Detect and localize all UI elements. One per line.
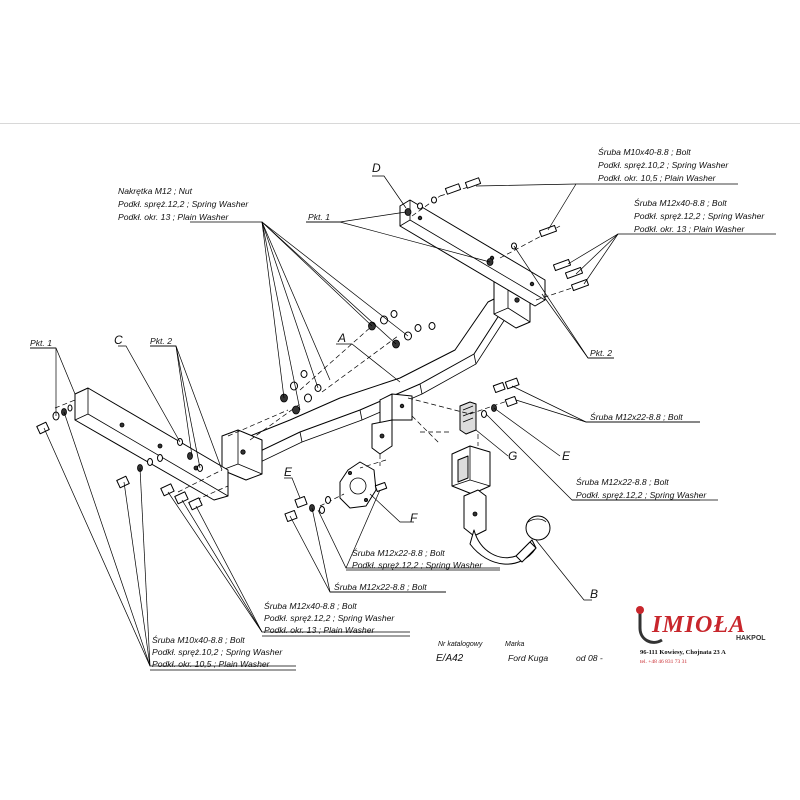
svg-text:Śruba M10x40-8.8 ; Bolt: Śruba M10x40-8.8 ; Bolt xyxy=(152,634,245,645)
pkt2-right-label: Pkt. 2 xyxy=(590,348,612,358)
svg-text:Śruba M12x22-8.8 ; Bolt: Śruba M12x22-8.8 ; Bolt xyxy=(334,581,427,592)
svg-text:Podkł. okr. 10,5 ; Plain Washe: Podkł. okr. 10,5 ; Plain Washer xyxy=(598,173,717,183)
e-left-bolt-label: Śruba M12x22-8.8 ; Bolt xyxy=(330,581,446,593)
label-e-left: E xyxy=(284,465,293,479)
brand-logo: IMIOŁA HAKPOL 96-111 Kowiesy, Chojnata 2… xyxy=(636,606,766,665)
pkt2-left-label: Pkt. 2 xyxy=(150,336,172,346)
d-m10-label: Śruba M10x40-8.8 ; Bolt Podkł. spręż.10,… xyxy=(596,146,738,185)
catalog-info: Nr katalogowy Marka E/A42 Ford Kuga od 0… xyxy=(436,641,603,664)
svg-text:Podkł. spręż.12,2 ; Spring Was: Podkł. spręż.12,2 ; Spring Washer xyxy=(634,211,765,221)
right-side-bracket xyxy=(399,199,546,307)
catalog-year: od 08 - xyxy=(576,653,603,663)
svg-text:Podkł. okr. 10,5 ; Plain Washe: Podkł. okr. 10,5 ; Plain Washer xyxy=(152,659,271,669)
c-m12-label: Śruba M12x40-8.8 ; Bolt Podkł. spręż.12,… xyxy=(262,600,410,637)
svg-text:Podkł. okr. 13 ; Plain Washer: Podkł. okr. 13 ; Plain Washer xyxy=(634,224,745,234)
bolts-right-top xyxy=(404,177,590,292)
assembly-dashed-lines xyxy=(54,183,585,507)
label-g: G xyxy=(508,449,517,463)
hook-logo-icon xyxy=(638,612,663,644)
brand-name: IMIOŁA xyxy=(651,612,746,638)
label-c: C xyxy=(114,333,123,347)
brand-tel: tel. +48 46 831 73 31 xyxy=(640,659,687,665)
top-divider-line xyxy=(0,123,800,124)
svg-text:Podkł. spręż.10,2 ; Spring Was: Podkł. spręż.10,2 ; Spring Washer xyxy=(152,647,283,657)
e-right-label: Śruba M12x22-8.8 ; Bolt Podkł. spręż.12,… xyxy=(572,476,718,501)
pkt1-top-label: Pkt. 1 xyxy=(308,212,330,222)
svg-text:Śruba M12x22-8.8 ; Bolt: Śruba M12x22-8.8 ; Bolt xyxy=(576,476,669,487)
svg-text:Podkł. okr. 13 ; Plain Washer: Podkł. okr. 13 ; Plain Washer xyxy=(118,212,229,222)
label-d: D xyxy=(372,161,381,175)
svg-text:Śruba M12x40-8.8 ; Bolt: Śruba M12x40-8.8 ; Bolt xyxy=(634,197,727,208)
svg-text:Podkł. spręż.10,2 ; Spring Was: Podkł. spręż.10,2 ; Spring Washer xyxy=(598,160,729,170)
svg-text:Podkł. spręż.12,2 ; Spring Was: Podkł. spręż.12,2 ; Spring Washer xyxy=(264,613,395,623)
svg-text:Nakrętka M12 ; Nut: Nakrętka M12 ; Nut xyxy=(118,186,193,196)
bolts-e-left xyxy=(284,481,388,522)
svg-text:Podkł. okr. 13 ; Plain Washer: Podkł. okr. 13 ; Plain Washer xyxy=(264,625,375,635)
label-e-right: E xyxy=(562,449,571,463)
catalog-model: Ford Kuga xyxy=(508,653,548,663)
svg-text:Podkł. spręż.12,2 ; Spring Was: Podkł. spręż.12,2 ; Spring Washer xyxy=(118,199,249,209)
tow-ball-assembly xyxy=(463,489,551,565)
crossbar-beam xyxy=(221,275,531,481)
g-bolt-label: Śruba M12x22-8.8 ; Bolt xyxy=(586,411,700,423)
label-b: B xyxy=(590,587,598,601)
svg-text:Podkł. spręż.12,2 ; Spring Was: Podkł. spręż.12,2 ; Spring Washer xyxy=(576,490,707,500)
f-bolt-label: Śruba M12x22-8.8 ; Bolt Podkł. spręż.12,… xyxy=(346,547,500,571)
leader-lines xyxy=(30,175,700,667)
catalog-code: E/A42 xyxy=(436,653,464,664)
catalog-nr-label: Nr katalogowy xyxy=(438,641,483,648)
svg-text:Śruba M12x40-8.8 ; Bolt: Śruba M12x40-8.8 ; Bolt xyxy=(264,600,357,611)
catalog-marka-label: Marka xyxy=(505,641,525,648)
left-side-bracket xyxy=(74,387,229,501)
g-mount-plate xyxy=(459,401,477,435)
d-m12-label: Śruba M12x40-8.8 ; Bolt Podkł. spręż.12,… xyxy=(634,197,776,235)
svg-text:Śruba M12x22-8.8 ; Bolt: Śruba M12x22-8.8 ; Bolt xyxy=(590,411,683,422)
svg-text:Podkł. spręż.12,2 ; Spring Was: Podkł. spręż.12,2 ; Spring Washer xyxy=(352,560,483,570)
bolts-g-e xyxy=(481,377,520,418)
nut-group-label: Nakrętka M12 ; Nut Podkł. spręż.12,2 ; S… xyxy=(118,186,249,222)
brand-sub: HAKPOL xyxy=(736,635,766,642)
brand-address: 96-111 Kowiesy, Chojnata 23 A xyxy=(640,649,726,656)
svg-text:Śruba M12x22-8.8 ; Bolt: Śruba M12x22-8.8 ; Bolt xyxy=(352,547,445,558)
pkt1-left-label: Pkt. 1 xyxy=(30,338,52,348)
c-m10-label: Śruba M10x40-8.8 ; Bolt Podkł. spręż.10,… xyxy=(150,634,296,671)
nuts-center xyxy=(280,310,436,415)
label-a: A xyxy=(337,331,346,345)
svg-text:Śruba M10x40-8.8 ; Bolt: Śruba M10x40-8.8 ; Bolt xyxy=(598,146,691,157)
label-f: F xyxy=(410,511,418,525)
socket-plate xyxy=(339,461,377,509)
ball-mount-receiver xyxy=(451,445,491,495)
